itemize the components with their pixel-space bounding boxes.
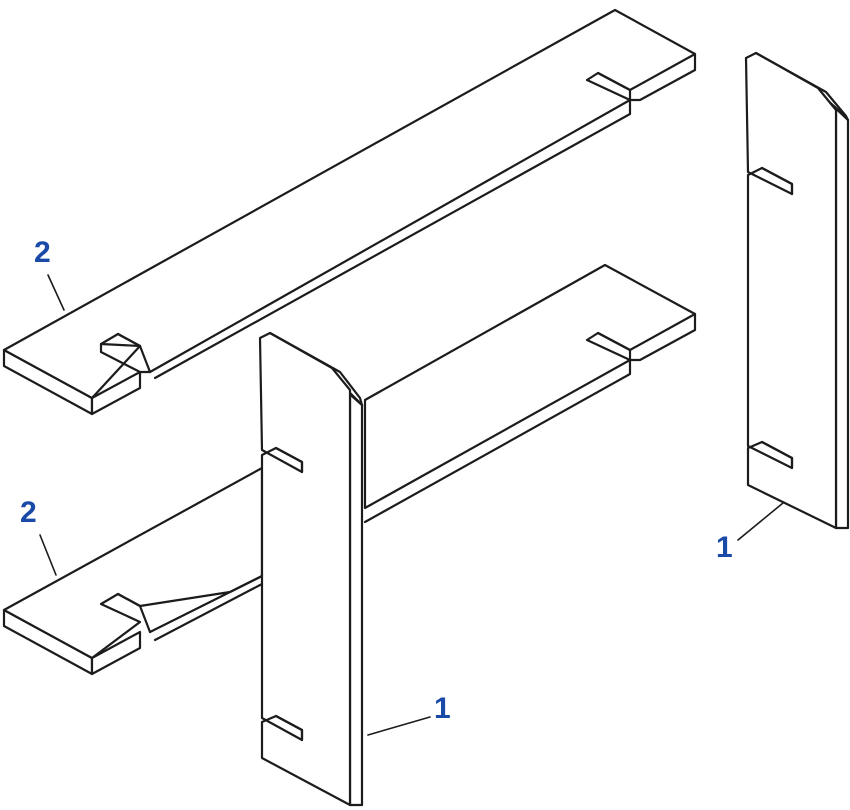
horizontal-board-lower — [2, 263, 697, 676]
callout-label-front-vertical: 1 — [434, 692, 451, 725]
vertical-board-front — [258, 331, 364, 807]
leader-line-lower-board — [39, 534, 57, 576]
leader-line-front-vertical — [367, 716, 431, 736]
leader-lines — [39, 274, 784, 736]
callout-label-right-vertical: 1 — [716, 531, 733, 564]
horizontal-board-upper — [2, 8, 697, 416]
callout-label-lower-board: 2 — [20, 496, 37, 529]
leader-line-right-vertical — [737, 502, 784, 541]
vertical-board-right — [744, 51, 850, 530]
leader-line-upper-board — [47, 274, 65, 311]
callout-label-upper-board: 2 — [34, 236, 51, 269]
